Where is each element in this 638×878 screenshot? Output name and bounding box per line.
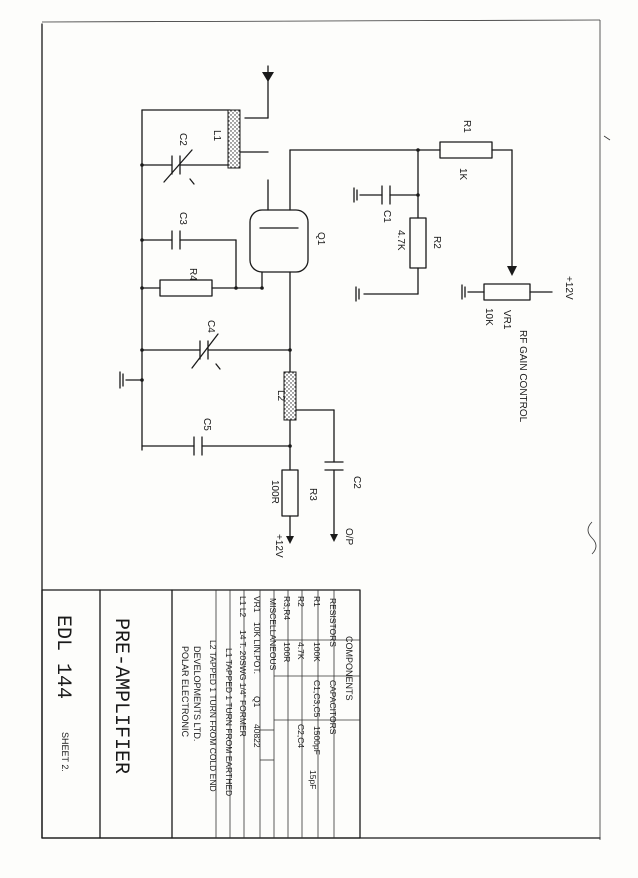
label-plus12v-bottom: +12V [273,534,284,558]
label-c2-output: C2 [351,476,362,489]
resistor-r2-val: 4.7K [296,642,306,660]
label-r2-value: 4.7K [395,230,406,251]
capacitor-c2c4-ref: C2,C4 [296,724,306,748]
label-r1: R1 [461,120,472,133]
label-l1: L1 [211,130,222,142]
capacitors-heading: CAPACITORS [328,680,338,735]
c2-output-capacitor [324,409,344,542]
sheet-number: SHEET 2. [60,732,70,772]
label-r3-value: 100R [269,480,280,504]
c2-variable-capacitor [141,149,229,185]
label-c4: C4 [205,320,216,333]
label-r4: R4 [187,268,198,281]
label-q1: Q1 [315,232,326,246]
c4-variable-capacitor [141,333,291,370]
label-vr1: VR1 [501,310,512,330]
label-plus12v-top: +12V [563,276,574,300]
resistor-r3r4-ref: R3,R4 [282,596,292,620]
label-c2: C2 [177,133,188,146]
label-c5: C5 [201,418,212,431]
junction-dots [140,148,420,448]
misc-q1-ref: Q1 [252,696,262,708]
margin-marks [587,135,611,555]
misc-coil-ref: L1 L2 [238,596,248,618]
label-r2: R2 [431,236,442,249]
r2-resistor [355,149,427,302]
misc-coil-desc: 14 T. 20SWG 1/4" FORMER [238,630,248,737]
misc-vr1-desc: 10K LIN.POT. [252,622,262,674]
misc-q1-val: 40822 [252,724,262,748]
c1-capacitor [353,185,419,205]
left-ground [119,371,143,389]
misc-l2-tapped: L2 TAPPED 1 TURN FROM COLD END [208,640,218,792]
label-rf-gain-control: RF GAIN CONTROL [517,330,528,423]
misc-l1-tapped: L1 TAPPED 1 TURN FROM EARTHED [224,648,234,796]
company-line-2: DEVELOPMENTS LTD. [192,646,202,741]
vr1-potentiometer [461,283,553,301]
r4-resistor [141,279,263,297]
capacitor-c1c3c5-ref: C1,C3,C5 [312,680,322,718]
title-block: EDL 144 SHEET 2. PRE-AMPLIFIER POLAR ELE… [41,589,361,839]
resistor-r1-ref: R1 [312,596,322,607]
r3-resistor [281,469,299,544]
q1-transistor [249,149,421,401]
label-r1-value: 1K [457,168,468,181]
drawing-number: EDL 144 [51,615,74,699]
resistor-r2-ref: R2 [296,596,306,607]
label-output: O/P [343,528,354,546]
input-arrow [244,65,274,119]
c3-capacitor [141,230,237,289]
resistor-r3r4-val: 100R [282,642,292,662]
r1-resistor [419,141,517,276]
company-line-1: POLAR ELECTRONIC [180,646,190,738]
l1-coil [227,109,269,169]
l2-coil [283,371,335,471]
label-vr1-value: 10K [483,308,494,326]
components-heading: COMPONENTS [344,636,354,701]
label-l2: L2 [275,390,286,402]
label-c3: C3 [177,212,188,225]
c5-capacitor [141,436,291,456]
resistors-heading: RESISTORS [328,598,338,647]
resistor-r1-val: 100K [312,642,322,662]
misc-heading: MISCELLANEOUS [268,598,278,671]
misc-vr1-ref: VR1 [252,596,262,613]
capacitor-c1c3c5-val: 1500pF [312,726,322,755]
label-c1: C1 [381,210,392,223]
drawing-title: PRE-AMPLIFIER [109,618,132,774]
schematic-labels: C2 L1 C3 R4 C4 C5 L2 Q1 R1 1K C1 R2 4.7K… [177,120,574,558]
label-r3: R3 [307,488,318,501]
capacitor-c2c4-val: 15pF [308,770,318,789]
